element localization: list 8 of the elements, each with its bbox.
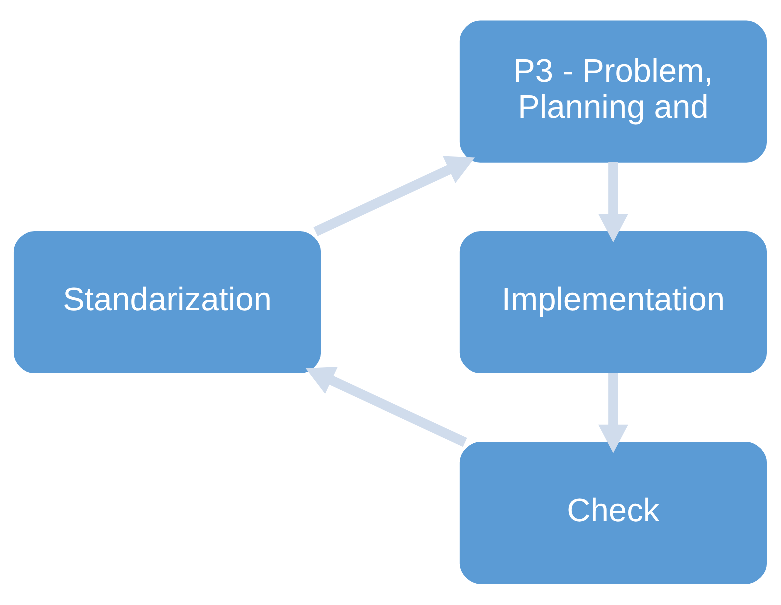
arrow xyxy=(598,373,628,454)
arrow xyxy=(314,156,476,236)
node-box: Implementation xyxy=(460,231,768,374)
arrow xyxy=(598,162,628,243)
node-box: P3 - Problem, Planning and xyxy=(460,20,768,163)
node-box: Standarization xyxy=(14,231,322,374)
node-box: Check xyxy=(460,442,768,584)
arrow xyxy=(306,366,468,448)
